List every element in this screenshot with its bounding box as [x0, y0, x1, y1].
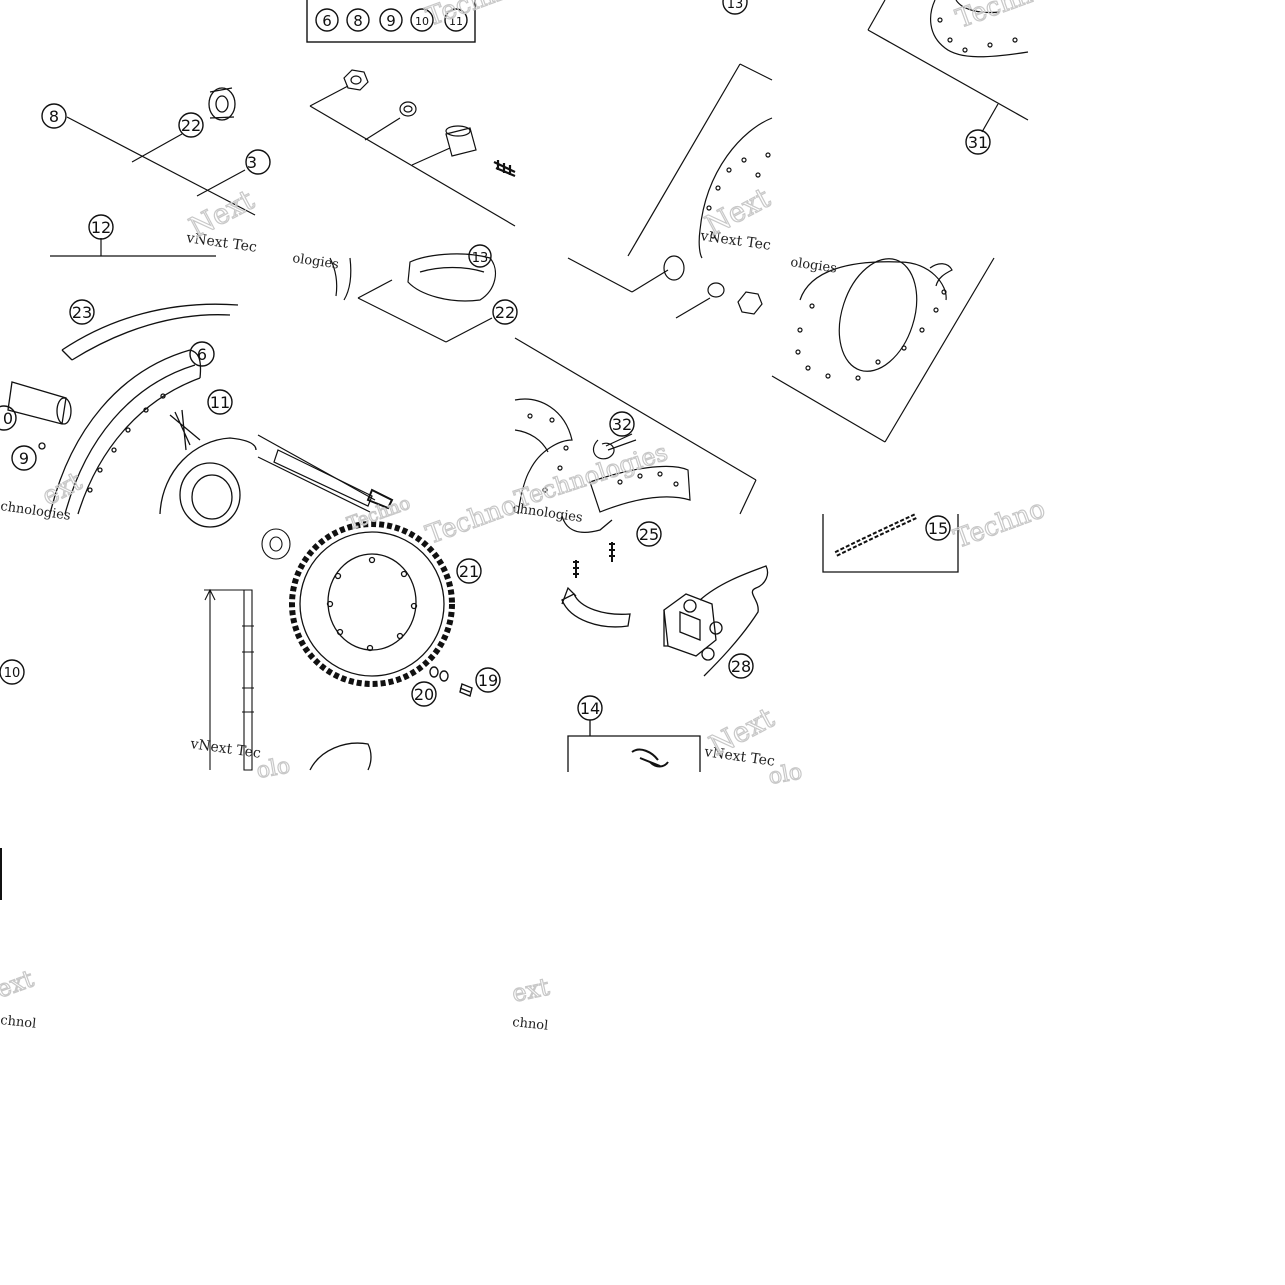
callout-23: 23 [72, 303, 92, 322]
brake-spring-left [573, 560, 579, 578]
callout-19: 19 [478, 671, 498, 690]
callout-10-box: 10 [415, 15, 429, 28]
watermark-ghost-14: Techno [345, 493, 414, 535]
callout-31: 31 [968, 133, 988, 152]
callout-15: 15 [928, 519, 948, 538]
callout-box [306, 0, 476, 43]
brake-shoes [561, 515, 769, 677]
callout-25: 25 [639, 525, 659, 544]
nut-part [343, 69, 369, 91]
brake-shoe [589, 465, 691, 513]
sprocket-bolts [429, 666, 473, 697]
watermark-fragment-2: ologies [291, 251, 339, 272]
callout-13-mid: 13 [472, 251, 489, 266]
watermark-ghost-12: ext [0, 964, 38, 1003]
watermark-fragment-6: chnol [512, 1015, 549, 1034]
watermark-ghost-8: olo [255, 753, 292, 783]
sprocket-outer [289, 521, 455, 687]
watermark-fragment-3: chnologies [511, 501, 583, 526]
brake-cam-hub [663, 593, 717, 657]
callout-box-group [306, 0, 476, 43]
callout-22-mid: 22 [495, 303, 515, 322]
washer-part [399, 101, 417, 117]
spacer-part [445, 127, 477, 157]
wheel-rim [7, 303, 257, 528]
callout-11-box: 11 [449, 15, 463, 28]
plate-large [771, 257, 995, 443]
callout-13-top: 13 [727, 0, 744, 12]
callout-20: 20 [414, 685, 434, 704]
axle-shaft [273, 449, 373, 507]
callout-11: 11 [210, 393, 230, 412]
brake-backing [514, 255, 763, 515]
callout-3: 3 [247, 153, 257, 172]
callout-10-partial: 0 [3, 409, 13, 428]
callout-28: 28 [731, 657, 751, 676]
spring-clip [593, 433, 637, 460]
callout-12: 12 [91, 218, 111, 237]
callout-9: 9 [19, 449, 29, 468]
callout-8-box: 8 [353, 12, 363, 30]
chain-link-box [567, 720, 701, 772]
axle-rod [243, 589, 253, 771]
callout-6: 6 [197, 345, 207, 364]
brake-plate-outline [627, 63, 773, 259]
callout-10: 10 [4, 666, 21, 681]
callout-6-box: 6 [322, 12, 332, 30]
brake-disc-partial [514, 398, 573, 515]
plate-31 [867, 0, 1029, 155]
drive-chain [822, 513, 959, 573]
callout-14: 14 [580, 699, 600, 718]
watermark-ghost-13: ext [509, 973, 552, 1008]
callout-9-box: 9 [386, 12, 396, 30]
brake-spring-right [609, 542, 615, 562]
wheel-leaders [50, 116, 256, 257]
sprocket [289, 521, 455, 771]
callout-22: 22 [181, 116, 201, 135]
nut-part-2 [737, 291, 763, 315]
bushing-part [663, 255, 685, 281]
bearing-part-2 [261, 528, 291, 560]
watermark-ghost-7: Techno [422, 490, 521, 550]
watermark-fragment-5: chnol [0, 1013, 37, 1032]
callout-32: 32 [612, 415, 632, 434]
bearing-part [208, 87, 236, 121]
watermark-ghost-11: Techno [950, 494, 1049, 554]
axle-dimension [204, 528, 291, 771]
watermark-ghost-4: Techno [952, 0, 1051, 35]
hub [159, 437, 257, 515]
watermark-ghost-10: olo [767, 759, 804, 789]
watermark-ghost-2: Techno [422, 0, 521, 33]
tire-strip [61, 303, 239, 351]
axle-and-drum [257, 253, 497, 513]
callout-8: 8 [49, 107, 59, 126]
axle-hardware [309, 69, 516, 227]
watermark-ghost-6: Technologies [511, 438, 671, 514]
watermark-text-3: vNext Tec [188, 736, 261, 762]
plate-inner-ring [838, 258, 918, 372]
watermark-fragment-4: ologies [789, 255, 837, 276]
callout-21: 21 [459, 562, 479, 581]
brake-shoe-arc [407, 253, 497, 302]
